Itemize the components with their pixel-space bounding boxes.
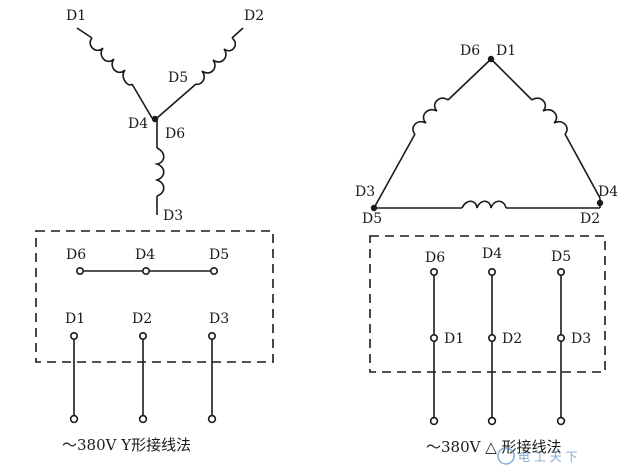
star-caption: ～380V Y形接线法 xyxy=(62,436,191,454)
delta-connection: D6 D1 D3 D5 D4 D2 D6 D4 D5 D1 D2 D3 ～380… xyxy=(355,43,618,456)
delta-supply-terminal-3 xyxy=(556,416,566,426)
watermark-logo-icon xyxy=(497,447,515,465)
star-terminal-d6 xyxy=(76,266,85,275)
star-terminal-d5 xyxy=(210,266,219,275)
star-box-label-d4: D4 xyxy=(135,247,155,263)
delta-top-node xyxy=(487,55,495,63)
watermark-text: 电 工 天 下 xyxy=(518,450,577,464)
delta-terminal-d6 xyxy=(429,267,438,276)
delta-supply-terminal-2 xyxy=(487,416,497,426)
star-terminal-d3 xyxy=(208,331,217,340)
star-coil-1 xyxy=(89,37,133,86)
star-label-d4: D4 xyxy=(128,116,148,132)
delta-terminal-d2 xyxy=(487,333,496,342)
star-box-label-d1: D1 xyxy=(65,311,85,327)
delta-box-label-d1: D1 xyxy=(444,331,464,347)
delta-terminal-d1 xyxy=(429,333,438,342)
delta-label-right-d2: D2 xyxy=(580,211,600,227)
delta-terminal-d4 xyxy=(487,267,496,276)
star-label-d6: D6 xyxy=(165,126,185,142)
delta-label-left-d5: D5 xyxy=(362,211,382,227)
delta-right-node xyxy=(596,199,604,207)
star-coil-2 xyxy=(195,37,237,86)
star-box-label-d3: D3 xyxy=(209,311,229,327)
star-box-label-d5: D5 xyxy=(209,247,229,263)
star-center-node xyxy=(151,115,159,123)
star-box-label-d2: D2 xyxy=(132,311,152,327)
delta-bottom-coil xyxy=(461,200,507,209)
star-label-d2: D2 xyxy=(244,8,264,24)
watermark: 电 工 天 下 xyxy=(497,447,577,465)
star-supply-terminal-1 xyxy=(69,414,79,424)
delta-supply-terminal-1 xyxy=(429,416,439,426)
delta-label-top-d6: D6 xyxy=(460,43,480,59)
star-connection: D1 D2 D5 D4 D6 D3 D6 D4 D5 D1 D2 D3 ～380… xyxy=(35,8,274,454)
delta-left-node xyxy=(370,204,378,212)
star-box-label-d6: D6 xyxy=(66,247,86,263)
star-terminal-d2 xyxy=(139,331,148,340)
delta-terminal-box xyxy=(369,235,606,373)
delta-box-label-d4: D4 xyxy=(482,246,502,262)
delta-box-label-d3: D3 xyxy=(571,331,591,347)
delta-left-winding xyxy=(447,59,491,101)
delta-left-coil xyxy=(412,97,449,135)
star-terminal-d1 xyxy=(70,331,79,340)
delta-right-winding xyxy=(491,59,533,101)
star-winding-1 xyxy=(76,27,93,39)
delta-label-left-d3: D3 xyxy=(355,184,375,200)
delta-terminal-d3 xyxy=(556,333,565,342)
delta-box-label-d6: D6 xyxy=(425,250,445,266)
star-terminal-box xyxy=(35,230,274,363)
star-coil-3 xyxy=(154,147,165,197)
star-terminal-d4 xyxy=(142,266,151,275)
delta-caption: ～380V △ 形接线法 xyxy=(426,438,562,456)
star-supply-terminal-3 xyxy=(207,414,217,424)
star-label-d3: D3 xyxy=(163,208,183,224)
delta-box-label-d2: D2 xyxy=(502,331,522,347)
delta-label-right-d4: D4 xyxy=(598,184,618,200)
delta-box-label-d5: D5 xyxy=(551,249,571,265)
delta-terminal-d5 xyxy=(556,267,565,276)
delta-right-coil xyxy=(531,97,568,135)
star-label-d1: D1 xyxy=(66,8,86,24)
star-label-d5: D5 xyxy=(168,70,188,86)
delta-label-top-d1: D1 xyxy=(496,43,516,59)
star-supply-terminal-2 xyxy=(138,414,148,424)
star-winding-2 xyxy=(231,27,244,39)
